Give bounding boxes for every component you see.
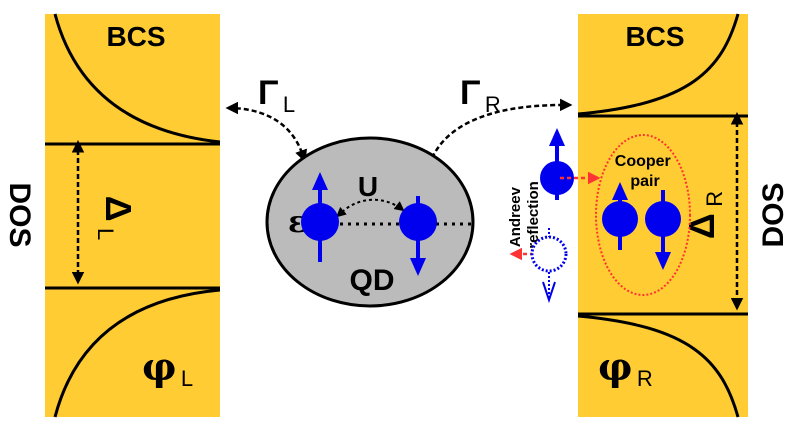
right-coupling-symbol: Γ [460, 74, 480, 112]
left-gap-symbol: Δ [98, 196, 139, 222]
right-coupling-label: Γ R [460, 74, 501, 117]
left-phase-symbol: φ [142, 344, 176, 389]
cooper-pair-spin-up [602, 182, 638, 250]
right-superconductor-lead: BCS Δ R φ R Cooper pair [577, 13, 748, 418]
andreev-label: Andreev reflection [507, 181, 542, 249]
quantum-dot-label: QD [350, 264, 395, 297]
left-bcs-label: BCS [106, 21, 165, 52]
right-gap-subscript: R [702, 191, 727, 207]
left-coupling-symbol: Γ [258, 74, 278, 112]
incident-electron-spin-up [540, 128, 574, 200]
coulomb-interaction-label: U [358, 171, 378, 202]
right-dos-axis-label: DOS [757, 182, 790, 247]
coulomb-interaction-arc [336, 198, 405, 218]
right-dos-lower-curve [577, 314, 740, 418]
right-phase-symbol: φ [598, 344, 632, 389]
right-gap-symbol: Δ [681, 213, 722, 239]
right-bcs-label: BCS [625, 21, 684, 52]
reflected-hole-spin-down [530, 228, 568, 304]
andreev-label-line2: reflection [525, 181, 542, 249]
right-gap-label: Δ R [681, 191, 727, 239]
left-dos-upper-curve [53, 13, 221, 144]
left-phase-subscript: L [181, 366, 193, 391]
cooper-pair-outline [595, 134, 691, 296]
quantum-dot: QD ε U [265, 136, 475, 308]
left-dos-lower-curve [53, 288, 221, 418]
cooper-pair-spin-down [645, 190, 681, 270]
dot-spin-down [399, 196, 437, 276]
right-coupling-arrow [427, 98, 573, 168]
cooper-pair-label-line1: Cooper [615, 153, 671, 170]
right-dos-upper-curve [577, 13, 740, 116]
left-gap-label: Δ L [93, 196, 139, 241]
cooper-pair-label-line2: pair [630, 173, 659, 190]
left-dos-axis-label: DOS [3, 182, 36, 247]
right-phase-label: φ R [598, 344, 653, 391]
dot-spin-up [301, 172, 339, 262]
left-coupling-subscript: L [283, 92, 295, 117]
left-phase-label: φ L [142, 344, 193, 391]
left-coupling-arrow [225, 101, 308, 163]
cooper-pair-label: Cooper pair [615, 153, 675, 190]
left-superconductor-lead: BCS Δ L φ L [45, 13, 221, 418]
left-coupling-label: Γ L [258, 74, 295, 117]
andreev-reflection: Andreev reflection [507, 128, 601, 304]
left-gap-subscript: L [93, 228, 118, 240]
andreev-label-line1: Andreev [507, 186, 524, 247]
dot-energy-label: ε [288, 205, 306, 240]
right-phase-subscript: R [637, 366, 653, 391]
right-coupling-subscript: R [485, 92, 501, 117]
